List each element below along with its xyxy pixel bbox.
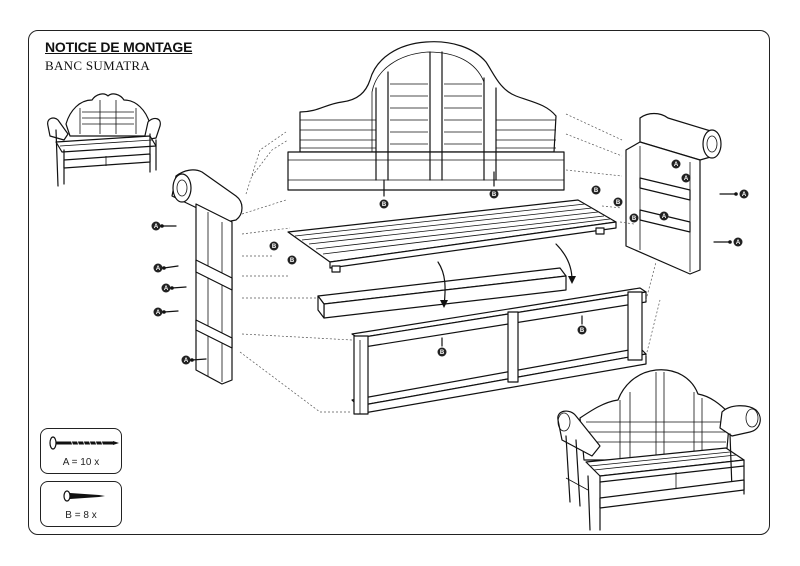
screw-b-callout-badge: B (269, 241, 279, 251)
svg-text:A: A (164, 286, 169, 292)
svg-text:A: A (684, 176, 689, 182)
svg-text:B: B (382, 202, 387, 208)
svg-text:B: B (616, 200, 621, 206)
screw-a-callout-badge: A (153, 307, 163, 317)
page-title: NOTICE DE MONTAGE (45, 39, 193, 55)
right-side-armrest (625, 112, 722, 275)
screw-a-callout-badge: A (181, 355, 191, 365)
screw-a-callout-badge: A (681, 173, 691, 183)
screw-b-callout-badge: B (287, 255, 297, 265)
svg-text:A: A (156, 266, 161, 272)
assembly-arrows (437, 243, 576, 308)
screw-b-callout-badge: B (489, 189, 499, 199)
screw-a-callout-badge: A (659, 211, 669, 221)
front-frame (351, 287, 647, 415)
svg-text:A: A (184, 358, 189, 364)
short-screw-icon (63, 490, 105, 502)
screw-b-callout-badge: B (591, 185, 601, 195)
alignment-guides (239, 113, 661, 413)
screw-b-callout-badge: B (577, 325, 587, 335)
assembled-bench-preview-small (47, 93, 161, 187)
page-subtitle: BANC SUMATRA (45, 58, 151, 73)
backrest-panel (287, 41, 565, 191)
svg-text:B: B (594, 188, 599, 194)
assembled-bench-preview-large (557, 369, 761, 531)
svg-text:A: A (674, 162, 679, 168)
screw-callouts: A A A A A B B B (151, 159, 749, 365)
legend-screw-b-label: B = 8 x (65, 510, 97, 521)
svg-text:B: B (290, 258, 295, 264)
screw-a-callout-badge: A (151, 221, 161, 231)
legend-screw-b: B = 8 x (40, 481, 122, 527)
svg-text:B: B (632, 216, 637, 222)
screw-b-callout-badge: B (613, 197, 623, 207)
svg-text:A: A (662, 214, 667, 220)
screw-b-callout-badge: B (379, 199, 389, 209)
screw-b-callout-badge: B (629, 213, 639, 223)
screw-a-callout-badge: A (739, 189, 749, 199)
svg-text:A: A (736, 240, 741, 246)
svg-text:A: A (156, 310, 161, 316)
long-screw-icon (49, 436, 119, 450)
left-side-armrest (171, 169, 243, 385)
screw-a-callout-badge: A (161, 283, 171, 293)
legend-screw-a-label: A = 10 x (62, 457, 100, 468)
svg-text:A: A (154, 224, 159, 230)
svg-text:B: B (492, 192, 497, 198)
svg-text:A: A (742, 192, 747, 198)
svg-text:B: B (440, 350, 445, 356)
screw-a-callout-badge: A (671, 159, 681, 169)
svg-text:B: B (272, 244, 277, 250)
screw-a-callout-badge: A (153, 263, 163, 273)
svg-text:B: B (580, 328, 585, 334)
screw-a-callout-badge: A (733, 237, 743, 247)
legend-screw-a: A = 10 x (40, 428, 122, 474)
seat-panel (287, 199, 617, 273)
screw-b-callout-badge: B (437, 347, 447, 357)
